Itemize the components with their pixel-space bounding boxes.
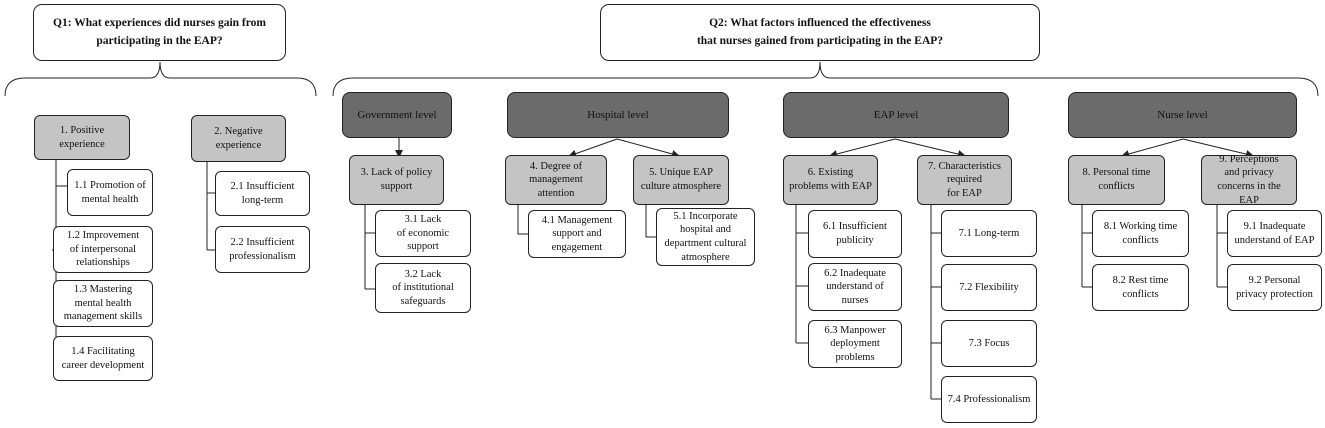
theme-7-characteristics-required: 7. Characteristics required for EAP xyxy=(917,155,1012,205)
q2-brace xyxy=(332,61,1319,97)
theme-8-personal-time-conflicts: 8. Personal time conflicts xyxy=(1068,155,1165,205)
q1-box: Q1: What experiences did nurses gain fro… xyxy=(33,4,286,61)
theme-6-existing-problems: 6. Existing problems with EAP xyxy=(783,155,878,205)
t9-branch xyxy=(1216,205,1227,288)
theme-5-eap-culture-atmosphere: 5. Unique EAP culture atmosphere xyxy=(633,155,729,205)
subtheme-6-1: 6.1 Insufficient publicity xyxy=(808,210,902,258)
subtheme-1-1: 1.1 Promotion of mental health xyxy=(67,169,153,216)
t3-branch xyxy=(364,205,375,290)
theme-4-management-attention: 4. Degree of management attention xyxy=(505,155,607,205)
theme-3-lack-of-policy-support: 3. Lack of policy support xyxy=(349,155,444,205)
subtheme-7-4: 7.4 Professionalism xyxy=(941,376,1037,423)
nurse-level-box: Nurse level xyxy=(1068,92,1297,138)
subtheme-7-3: 7.3 Focus xyxy=(941,320,1037,367)
hospital-level-box: Hospital level xyxy=(507,92,729,138)
subtheme-9-1: 9.1 Inadequate understand of EAP xyxy=(1227,210,1322,257)
subtheme-6-2: 6.2 Inadequate understand of nurses xyxy=(808,263,902,311)
subtheme-5-1: 5.1 Incorporate hospital and department … xyxy=(656,208,755,266)
eap-arrow-left xyxy=(829,138,896,158)
theme-2-negative-experience: 2. Negative experience xyxy=(191,115,286,162)
subtheme-7-1: 7.1 Long-term xyxy=(941,210,1037,257)
subtheme-3-1: 3.1 Lack of economic support xyxy=(375,210,471,257)
q1-brace xyxy=(4,61,317,97)
government-level-box: Government level xyxy=(342,92,452,138)
t5-branch xyxy=(645,205,656,238)
nurse-arrow-left xyxy=(1121,138,1184,158)
t8-branch xyxy=(1081,205,1092,288)
subtheme-7-2: 7.2 Flexibility xyxy=(941,264,1037,311)
theme-1-positive-experience: 1. Positive experience xyxy=(34,115,130,160)
subtheme-1-3: 1.3 Mastering mental health management s… xyxy=(53,280,153,327)
t7-branch xyxy=(930,205,941,400)
subtheme-8-2: 8.2 Rest time conflicts xyxy=(1092,264,1189,311)
subtheme-2-1: 2.1 Insufficient long-term xyxy=(215,171,310,216)
subtheme-8-1: 8.1 Working time conflicts xyxy=(1092,210,1189,257)
subtheme-6-3: 6.3 Manpower deployment problems xyxy=(808,320,902,368)
eap-arrow-right xyxy=(894,138,966,158)
hospital-arrow-left xyxy=(568,138,618,158)
subtheme-2-2: 2.2 Insufficient professionalism xyxy=(215,226,310,273)
eap-level-box: EAP level xyxy=(783,92,1009,138)
q2-box: Q2: What factors influenced the effectiv… xyxy=(600,4,1040,61)
theme-9-perceptions-privacy: 9. Perceptions and privacy concerns in t… xyxy=(1201,154,1297,206)
subtheme-3-2: 3.2 Lack of institutional safeguards xyxy=(375,263,471,313)
subtheme-9-2: 9.2 Personal privacy protection xyxy=(1227,264,1322,311)
subtheme-1-2: 1.2 Improvement of interpersonal relatio… xyxy=(53,226,153,273)
nurse-arrow-right xyxy=(1182,138,1254,158)
t6-branch xyxy=(795,205,808,344)
hospital-arrow-right xyxy=(616,138,680,158)
subtheme-4-1: 4.1 Management support and engagement xyxy=(528,210,626,258)
t4-branch xyxy=(517,205,528,235)
t2-branch xyxy=(206,162,215,251)
subtheme-1-4: 1.4 Facilitating career development xyxy=(53,336,153,381)
